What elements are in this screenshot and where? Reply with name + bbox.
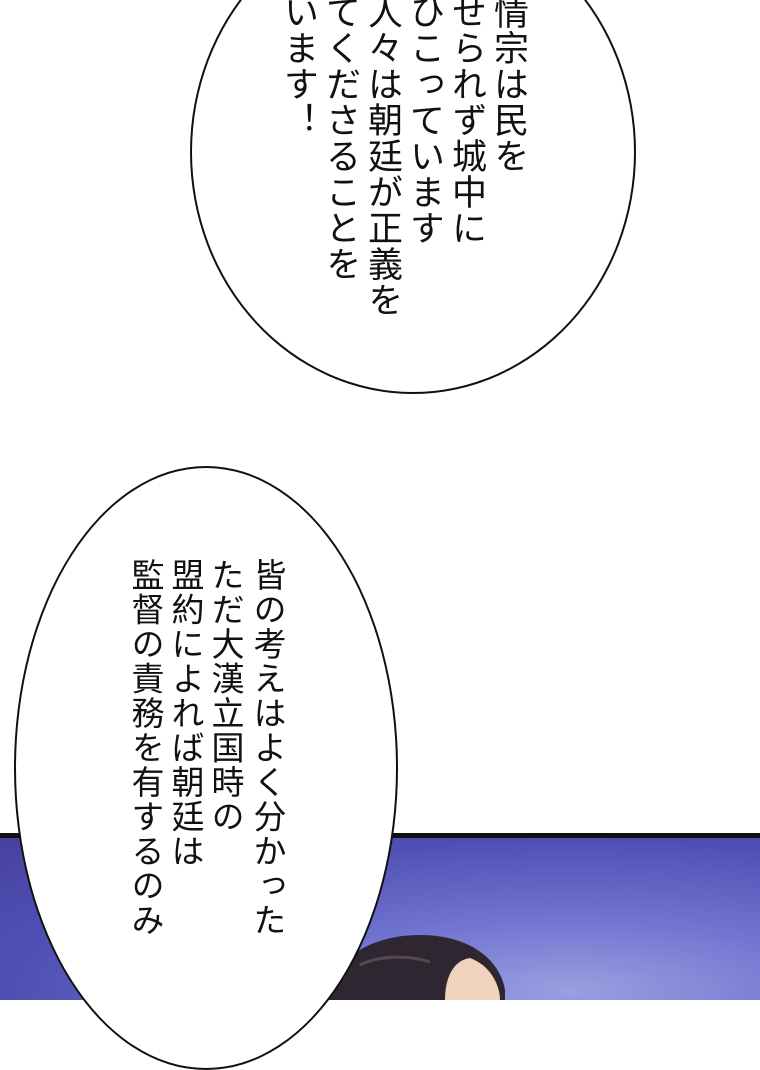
speech-line: 盟約によれば朝廷は	[166, 558, 205, 869]
speech-line: せられず城中に	[446, 0, 486, 246]
speech-line: ただ大漢立国時の	[206, 558, 245, 834]
speech-line: 人々は朝廷が正義を	[362, 0, 402, 318]
speech-line: てくださることを	[320, 0, 360, 282]
speech-line: 監督の責務を有するのみ	[126, 558, 165, 938]
face	[445, 958, 500, 1000]
speech-line: 情宗は民を	[488, 0, 528, 174]
speech-line: 皆の考えはよく分かった	[248, 558, 287, 938]
speech-line: います！	[278, 0, 318, 138]
speech-bubble-bottom	[14, 466, 398, 1070]
speech-line: ひこっています	[404, 0, 444, 246]
